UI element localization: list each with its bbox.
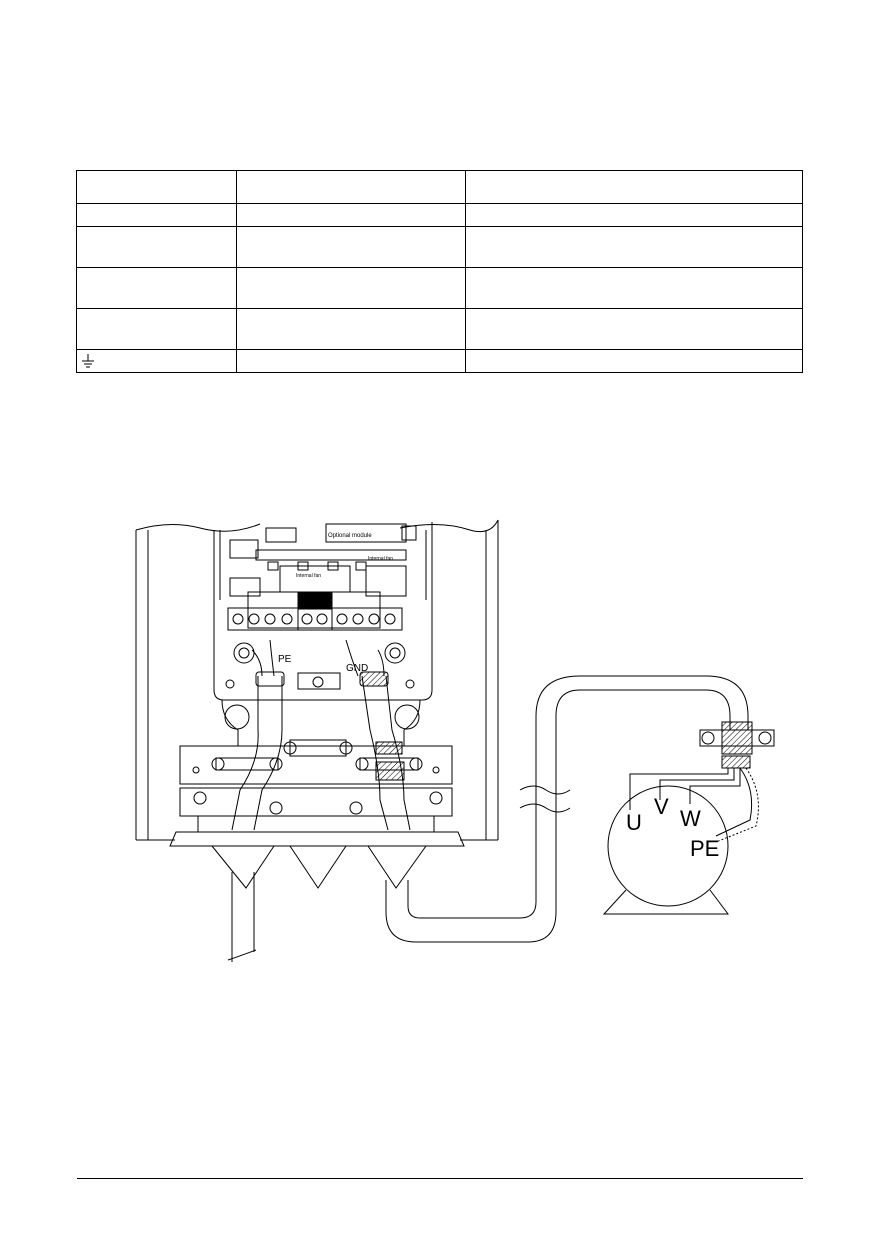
table-cell — [465, 349, 803, 373]
terminal-screws — [232, 613, 396, 625]
table-cell — [236, 349, 466, 373]
table-row — [76, 226, 803, 268]
enclosure-outline — [135, 519, 499, 841]
motor-conductors — [629, 767, 759, 843]
gnd-terminal-label: GND — [346, 663, 368, 674]
table-cell — [76, 226, 237, 268]
table-cell — [465, 267, 803, 309]
pe-terminal-label: PE — [278, 654, 292, 665]
supply-cable-exit — [231, 872, 255, 962]
internal-fan-label-right: Internal fan — [368, 556, 393, 562]
table-row — [76, 349, 803, 373]
table-row — [76, 308, 803, 350]
footer-rule — [77, 1178, 803, 1179]
motor-terminal-w: W — [680, 806, 701, 831]
cable-glands — [211, 845, 427, 889]
table-header-cell — [465, 170, 803, 204]
table-cell — [236, 308, 466, 350]
table-cell — [465, 226, 803, 268]
internal-fan-label-left: Internal fan — [296, 573, 321, 579]
table-row — [76, 267, 803, 309]
drive-unit — [213, 522, 433, 701]
motor — [602, 785, 729, 915]
protective-earth-icon — [82, 354, 94, 368]
terminal-table — [76, 170, 803, 373]
table-cell — [236, 226, 466, 268]
optional-module-label: Optional module — [328, 533, 372, 539]
table-cell — [236, 267, 466, 309]
motor-cable-at-drive — [345, 639, 411, 831]
motor-cable-clamp — [699, 721, 775, 769]
table-cell — [465, 203, 803, 227]
table-cell — [76, 308, 237, 350]
motor-terminal-u: U — [626, 810, 642, 835]
supply-cable — [231, 639, 285, 831]
table-cell — [465, 308, 803, 350]
cable-clamp-plate — [169, 699, 465, 847]
motor-cable-run — [385, 675, 749, 943]
motor-terminal-v: V — [654, 794, 669, 819]
motor-terminal-pe: PE — [690, 836, 719, 861]
table-cell — [76, 349, 237, 373]
